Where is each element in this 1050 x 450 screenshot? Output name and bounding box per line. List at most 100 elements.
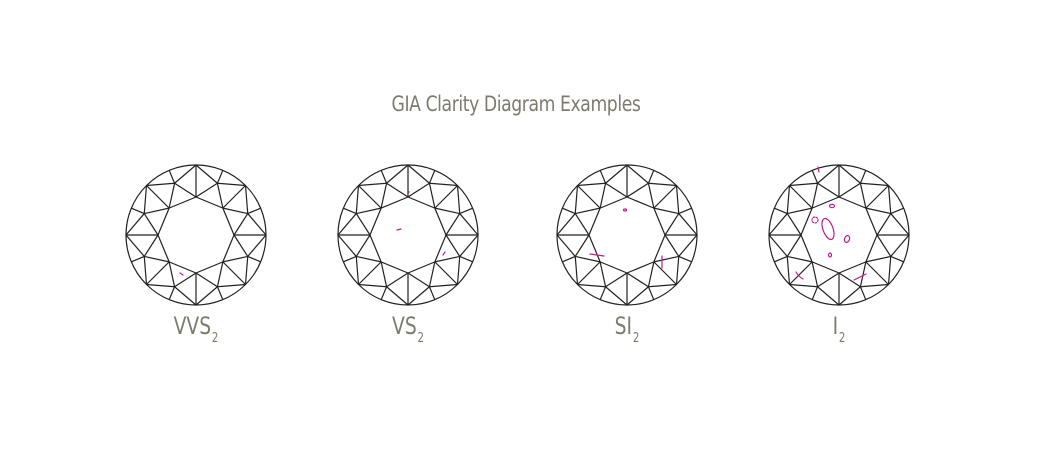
facet-line bbox=[429, 182, 458, 187]
facet-line bbox=[786, 213, 802, 236]
facet-line bbox=[838, 286, 861, 306]
facet-line bbox=[787, 207, 813, 215]
facet-line bbox=[247, 207, 261, 215]
facet-line bbox=[445, 213, 461, 236]
facet-line bbox=[358, 283, 387, 288]
facet-line bbox=[380, 261, 388, 287]
facet-line bbox=[648, 182, 677, 187]
facet-line bbox=[865, 185, 889, 209]
facet-line bbox=[838, 272, 861, 288]
facet-line bbox=[429, 283, 458, 288]
facet-line bbox=[174, 286, 197, 306]
facet-line bbox=[146, 182, 175, 187]
facet-line bbox=[222, 261, 246, 285]
facet-line bbox=[355, 256, 360, 285]
facet-line bbox=[811, 196, 840, 209]
facet-line bbox=[817, 286, 840, 306]
facet-line bbox=[168, 183, 176, 209]
facet-line bbox=[626, 182, 649, 198]
facet-line bbox=[664, 213, 680, 236]
facet-line bbox=[434, 261, 458, 285]
facet-line bbox=[678, 255, 692, 263]
facet-line bbox=[434, 234, 447, 263]
facet-line bbox=[428, 261, 436, 287]
facet-line bbox=[647, 286, 655, 300]
facet-line bbox=[653, 207, 666, 236]
facet-line bbox=[626, 164, 649, 184]
facet-line bbox=[222, 255, 248, 263]
facet-line bbox=[459, 207, 473, 215]
pinpoint-inclusion bbox=[408, 191, 410, 193]
facet-line bbox=[456, 185, 461, 214]
facet-line bbox=[599, 261, 607, 287]
facet-line bbox=[588, 234, 601, 263]
facet-line bbox=[369, 207, 382, 236]
facet-line bbox=[217, 182, 246, 187]
round-brilliant-outline bbox=[125, 164, 267, 306]
facet-line bbox=[817, 272, 840, 288]
facet-line bbox=[216, 286, 224, 300]
facet-line bbox=[678, 234, 698, 257]
inclusion-markings bbox=[179, 272, 184, 276]
facet-line bbox=[168, 261, 197, 274]
facet-line bbox=[675, 256, 680, 285]
facet-line bbox=[459, 213, 479, 236]
crystal-inclusion bbox=[827, 252, 833, 258]
facet-line bbox=[168, 170, 176, 184]
facet-line bbox=[143, 234, 159, 257]
facet-line bbox=[789, 283, 818, 288]
facet-line bbox=[146, 283, 175, 288]
facet-line bbox=[356, 255, 382, 263]
facet-line bbox=[562, 207, 576, 215]
facet-line bbox=[380, 261, 409, 274]
facet-line bbox=[217, 283, 246, 288]
facet-line bbox=[574, 256, 579, 285]
facet-line bbox=[653, 234, 666, 263]
facet-line bbox=[859, 183, 867, 209]
facet-line bbox=[811, 170, 819, 184]
facet-line bbox=[811, 183, 819, 209]
facet-line bbox=[195, 261, 224, 274]
facet-line bbox=[890, 213, 910, 236]
facet-line bbox=[774, 207, 788, 215]
facet-line bbox=[789, 185, 813, 209]
facet-line bbox=[556, 234, 576, 257]
facet-line bbox=[865, 255, 891, 263]
facet-line bbox=[575, 255, 601, 263]
facet-line bbox=[146, 185, 170, 209]
facet-line bbox=[859, 170, 867, 184]
facet-line bbox=[386, 182, 409, 198]
facet-line bbox=[168, 286, 176, 300]
facet-line bbox=[800, 207, 813, 236]
facet-line bbox=[386, 164, 409, 184]
facet-line bbox=[575, 207, 601, 215]
facet-line bbox=[626, 261, 655, 274]
facet-line bbox=[786, 234, 802, 257]
facet-line bbox=[247, 255, 261, 263]
facet-line bbox=[247, 234, 267, 257]
facet-line bbox=[811, 286, 819, 300]
inclusion-markings bbox=[396, 191, 446, 256]
facet-line bbox=[599, 196, 628, 209]
facet-line bbox=[811, 261, 840, 274]
facet-line bbox=[380, 196, 409, 209]
facet-line bbox=[626, 272, 649, 288]
facet-line bbox=[865, 207, 891, 215]
facet-line bbox=[222, 207, 248, 215]
facet-line bbox=[890, 234, 910, 257]
facet-line bbox=[434, 255, 460, 263]
facet-line bbox=[887, 185, 892, 214]
facet-line bbox=[195, 182, 218, 198]
facet-lines bbox=[768, 164, 910, 306]
facet-line bbox=[577, 185, 601, 209]
diagram-title: GIA Clarity Diagram Examples bbox=[391, 92, 641, 116]
facet-line bbox=[774, 255, 788, 263]
facet-lines bbox=[337, 164, 479, 306]
feather-inclusion bbox=[589, 253, 605, 257]
facet-line bbox=[195, 196, 224, 209]
facet-line bbox=[786, 185, 791, 214]
facet-line bbox=[358, 185, 382, 209]
facet-line bbox=[577, 182, 606, 187]
facet-line bbox=[144, 207, 170, 215]
facet-line bbox=[860, 283, 889, 288]
